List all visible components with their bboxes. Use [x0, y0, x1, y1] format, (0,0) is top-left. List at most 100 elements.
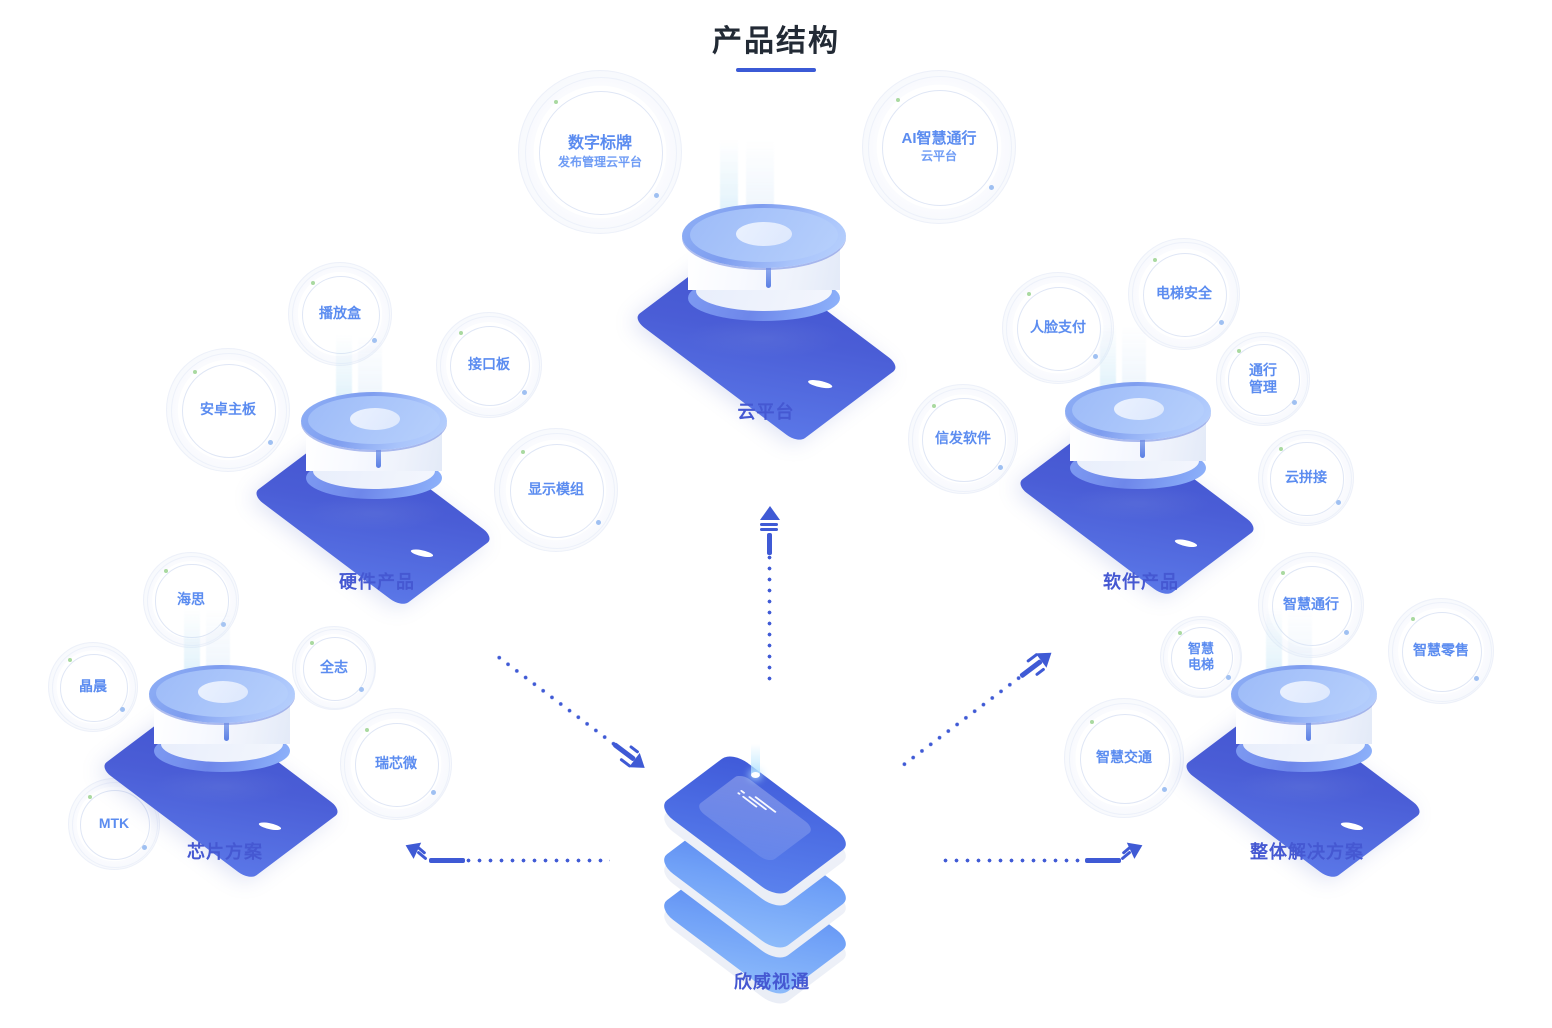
accent-dot-green-icon — [67, 658, 72, 663]
bubble-elevator-safety[interactable]: 电梯安全 — [1128, 238, 1240, 350]
node-label-cloud-platform: 云平台 — [737, 402, 795, 422]
accent-dot-blue-icon — [120, 707, 126, 713]
bubble-smart-elevator[interactable]: 智慧 电梯 — [1160, 616, 1242, 698]
accent-dot-green-icon — [1152, 258, 1157, 263]
page-title: 产品结构 — [712, 25, 840, 58]
accent-dot-green-icon — [521, 450, 526, 455]
bubble-digital-signage[interactable]: 数字标牌 发布管理云平台 — [518, 70, 682, 234]
accent-dot-green-icon — [932, 403, 937, 408]
accent-dot-blue-icon — [431, 790, 437, 796]
accent-dot-green-icon — [1279, 447, 1284, 452]
bubble-allwinner[interactable]: 全志 — [292, 626, 376, 710]
accent-dot-blue-icon — [997, 464, 1003, 470]
bubble-cloud-splicing[interactable]: 云拼接 — [1258, 430, 1354, 526]
page-title-block: 产品结构 — [0, 22, 1552, 72]
bubble-信发软件[interactable]: 信发软件 — [908, 384, 1018, 494]
arrow-head-icon — [401, 837, 422, 859]
connector-solid-segment — [1085, 858, 1121, 863]
bubble-label-sub: 发布管理云平台 — [557, 154, 642, 169]
connector-dotted-segment — [494, 653, 620, 750]
bubble-label-main: 智慧零售 — [1413, 642, 1469, 659]
bubble-smart-traffic[interactable]: 智慧交通 — [1064, 698, 1184, 818]
arrow-head-icon — [760, 506, 780, 520]
bubble-label-main: 全志 — [320, 659, 348, 676]
server-stack-icon — [657, 742, 872, 1009]
connector-dotted-segment — [940, 858, 1087, 863]
accent-dot-green-icon — [1281, 571, 1286, 576]
bubble-label-main: 晶晨 — [79, 678, 107, 695]
connector-solid-segment — [612, 742, 637, 762]
bubble-ai-smart-passage[interactable]: AI智慧通行 云平台 — [862, 70, 1016, 224]
bubble-label-main: 信发软件 — [935, 430, 991, 447]
bubble-label-main: 智慧 电梯 — [1187, 641, 1214, 672]
node-label-software-products: 软件产品 — [1103, 572, 1179, 592]
accent-dot-blue-icon — [359, 686, 365, 692]
accent-dot-green-icon — [1090, 719, 1095, 724]
bubble-label-main: 显示模组 — [528, 481, 584, 498]
accent-dot-blue-icon — [1291, 400, 1297, 406]
connector-center-to-solutions — [940, 837, 1147, 863]
cylinder-device-icon — [1015, 325, 1259, 598]
bubble-label-main: 安卓主板 — [200, 401, 256, 418]
accent-dot-green-icon — [310, 280, 315, 285]
connector-center-to-chip — [401, 837, 610, 863]
bubble-rockchip[interactable]: 瑞芯微 — [340, 708, 452, 820]
connector-solid-segment — [767, 533, 772, 555]
connector-solid-segment — [429, 858, 465, 863]
accent-dot-green-icon — [1411, 617, 1416, 622]
connector-center-to-hardware — [492, 651, 651, 776]
accent-dot-green-icon — [364, 728, 369, 733]
bubble-label-main: 瑞芯微 — [375, 755, 417, 772]
bubble-display-module[interactable]: 显示模组 — [494, 428, 618, 552]
bubble-label-main: 数字标牌 — [567, 135, 632, 153]
cylinder-device-icon — [1181, 608, 1425, 881]
title-underline — [736, 68, 816, 72]
bubble-label-main: 海思 — [177, 591, 205, 608]
node-label-hardware-products: 硬件产品 — [339, 572, 415, 592]
arrow-head-icon — [1126, 837, 1147, 859]
accent-dot-blue-icon — [1093, 354, 1099, 360]
bubble-amlogic[interactable]: 晶晨 — [48, 642, 138, 732]
node-label-center-company: 欣威视通 — [734, 972, 810, 992]
accent-dot-blue-icon — [595, 519, 601, 525]
bubble-interface-board[interactable]: 接口板 — [436, 312, 542, 418]
bubble-smart-retail[interactable]: 智慧零售 — [1388, 598, 1494, 704]
cylinder-device-icon — [251, 335, 495, 608]
connector-solid-segment — [1019, 658, 1043, 679]
accent-dot-green-icon — [88, 794, 93, 799]
node-label-total-solutions: 整体解决方案 — [1250, 842, 1364, 862]
bubble-label-main: AI智慧通行 — [901, 130, 977, 148]
bubble-label-main: 接口板 — [468, 356, 510, 373]
accent-dot-blue-icon — [1225, 674, 1231, 680]
accent-dot-blue-icon — [522, 389, 528, 395]
connector-dotted-segment — [898, 674, 1023, 770]
accent-dot-blue-icon — [1162, 786, 1168, 792]
connector-center-to-software — [898, 645, 1057, 770]
connector-dotted-segment — [767, 552, 772, 687]
accent-dot-green-icon — [164, 569, 169, 574]
accent-dot-green-icon — [1026, 292, 1031, 297]
bubble-label-main: 播放盒 — [319, 305, 361, 322]
bubble-label-main: 智慧交通 — [1096, 749, 1152, 766]
accent-dot-blue-icon — [989, 185, 995, 191]
bubble-label-main: MTK — [98, 815, 130, 832]
node-label-chip-solutions: 芯片方案 — [187, 842, 263, 862]
connector-dotted-segment — [463, 858, 610, 863]
accent-dot-green-icon — [459, 331, 464, 336]
accent-dot-blue-icon — [1344, 629, 1350, 635]
accent-dot-green-icon — [1236, 348, 1241, 353]
bubble-label-main: 电梯安全 — [1156, 285, 1212, 302]
bubble-label-main: 智慧通行 — [1283, 596, 1339, 613]
accent-dot-blue-icon — [654, 192, 660, 198]
bubble-label-main: 人脸支付 — [1030, 319, 1086, 336]
accent-dot-blue-icon — [142, 844, 148, 850]
accent-dot-blue-icon — [1219, 320, 1225, 326]
bubble-passage-management[interactable]: 通行 管理 — [1216, 332, 1310, 426]
cylinder-device-icon — [632, 140, 901, 444]
cylinder-device-icon — [99, 608, 343, 881]
accent-dot-green-icon — [193, 370, 198, 375]
bubble-android-mainboard[interactable]: 安卓主板 — [166, 348, 290, 472]
bubble-label-main: 云拼接 — [1285, 469, 1327, 486]
accent-dot-blue-icon — [1335, 499, 1341, 505]
